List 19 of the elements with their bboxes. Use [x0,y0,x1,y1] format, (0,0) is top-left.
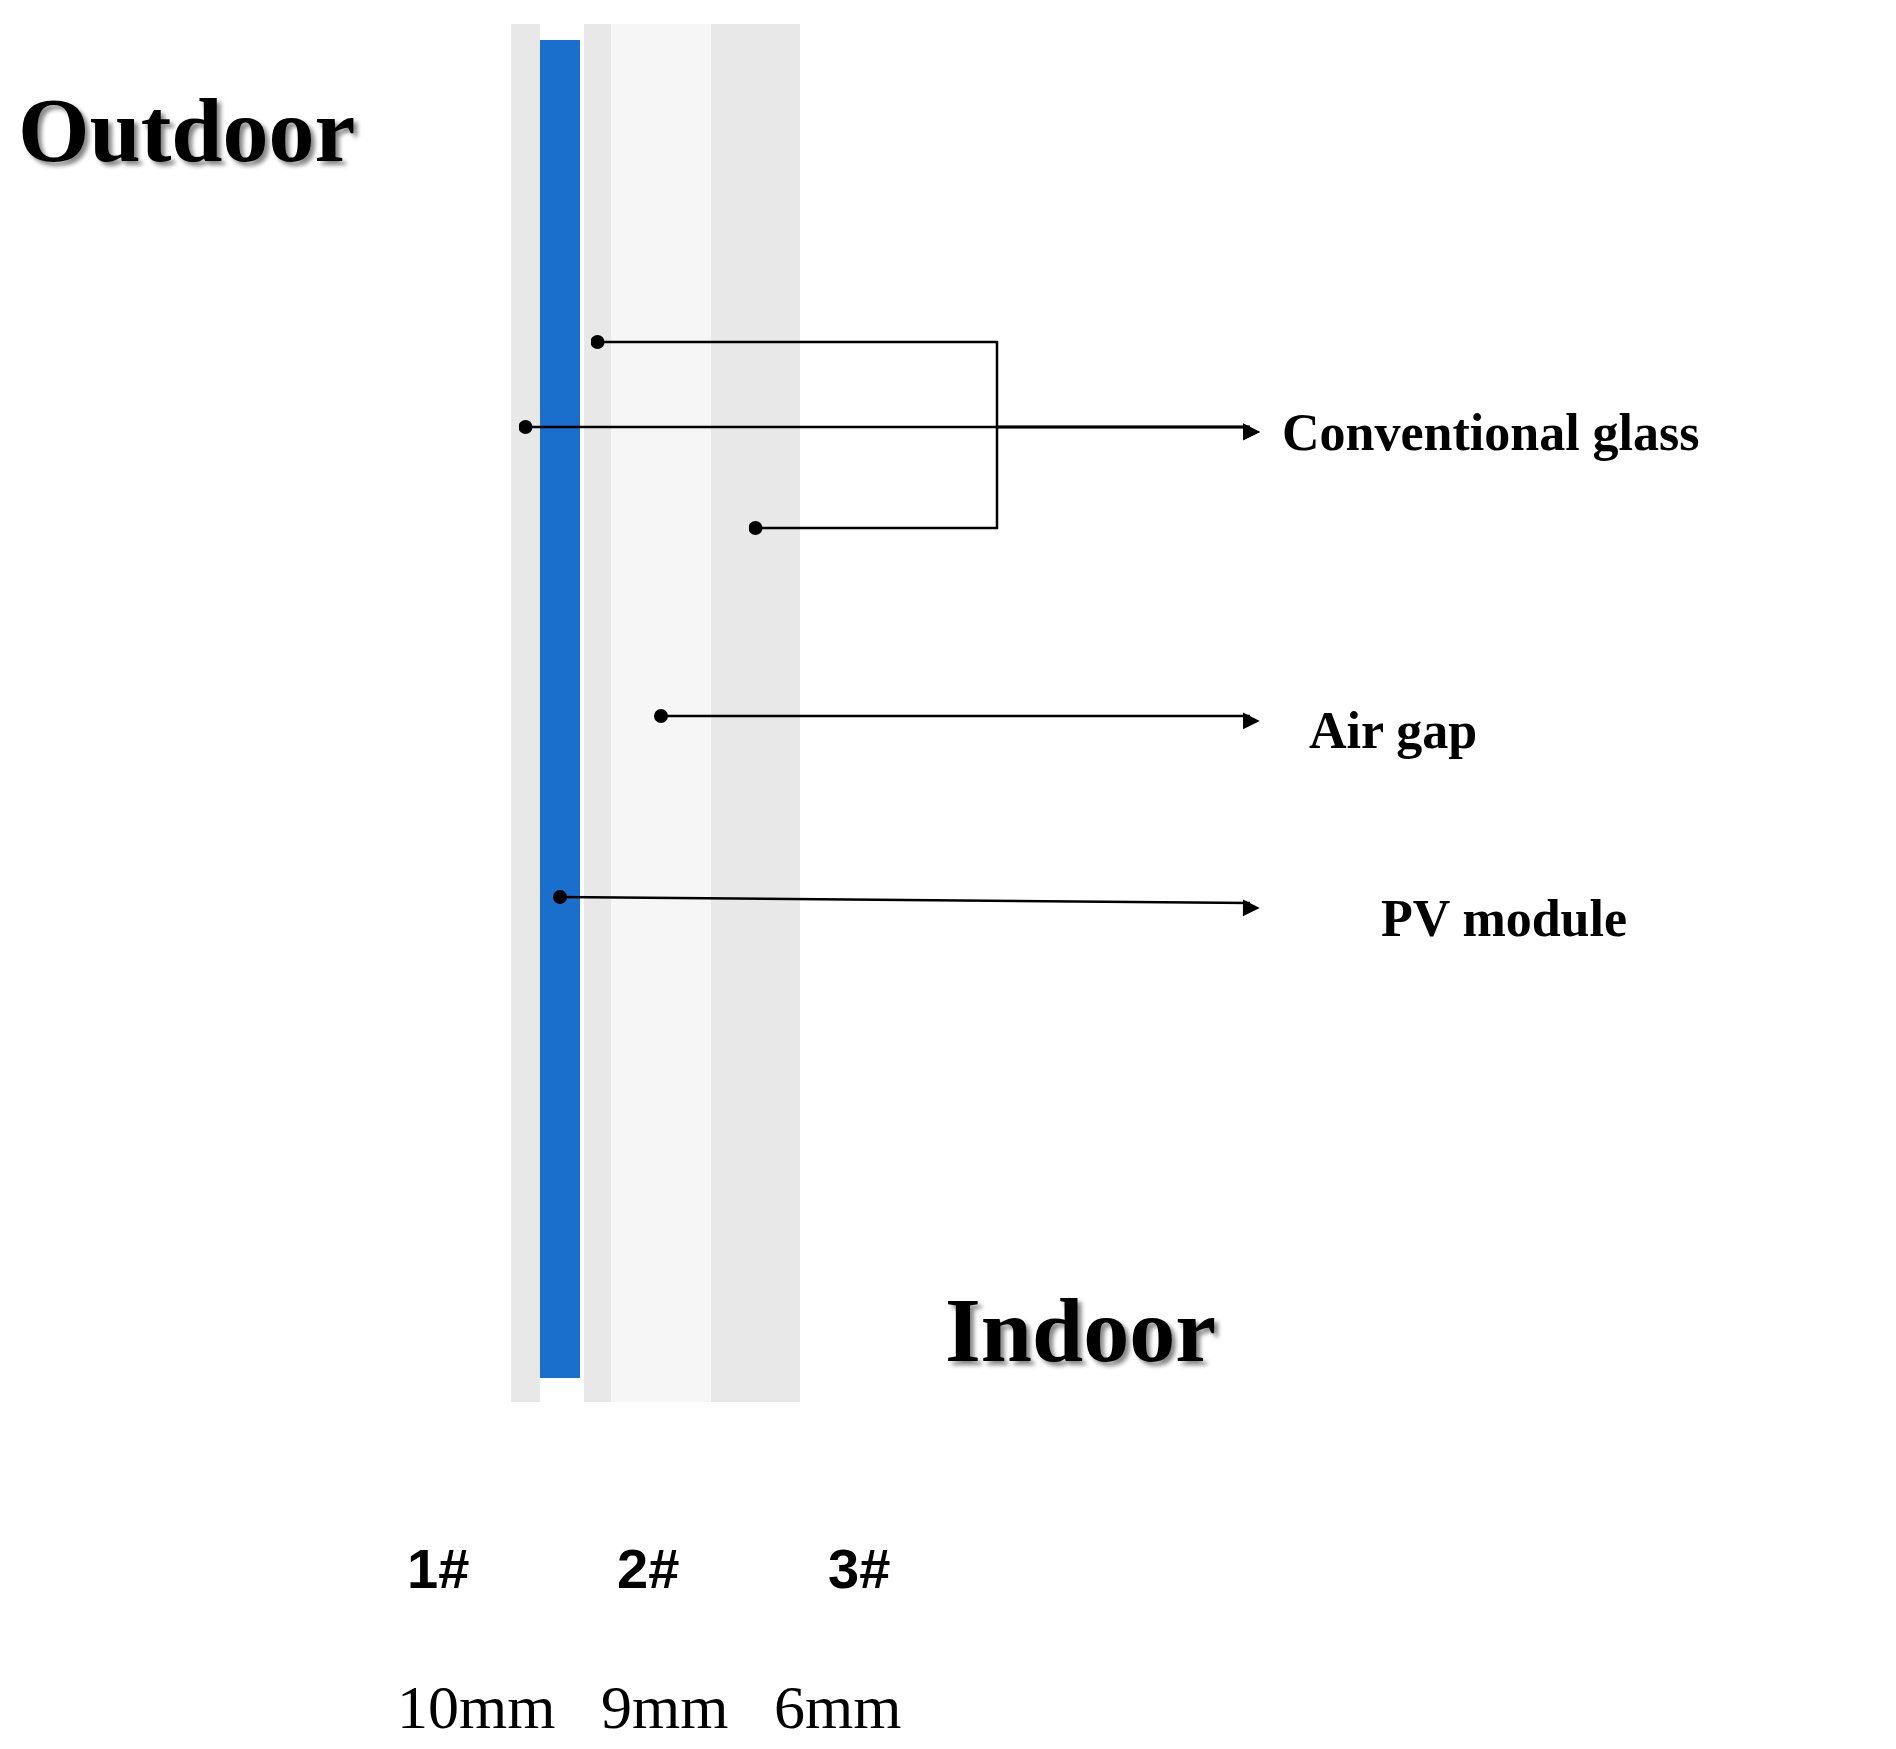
leader-line [553,890,1260,917]
layer-label: PV module [1381,893,1628,945]
leader-line [748,423,1260,535]
side-label: Indoor [945,1284,1216,1376]
layer-number: 3# [828,1541,891,1597]
leader-line [654,709,1260,730]
thickness-label: 6mm [774,1676,902,1738]
thickness-label: 9mm [601,1676,729,1738]
layer-number: 2# [617,1541,680,1597]
thickness-label: 10mm [397,1676,556,1738]
glass-pane [511,24,540,1402]
layer-label: Conventional glass [1282,407,1700,459]
layer-label: Air gap [1309,705,1478,757]
glass-pane [584,24,611,1402]
pv-module-layer [540,40,580,1378]
layer-number: 1# [407,1541,470,1597]
air-gap-region [611,24,711,1402]
glass-pane [711,24,800,1402]
side-label: Outdoor [18,84,356,176]
